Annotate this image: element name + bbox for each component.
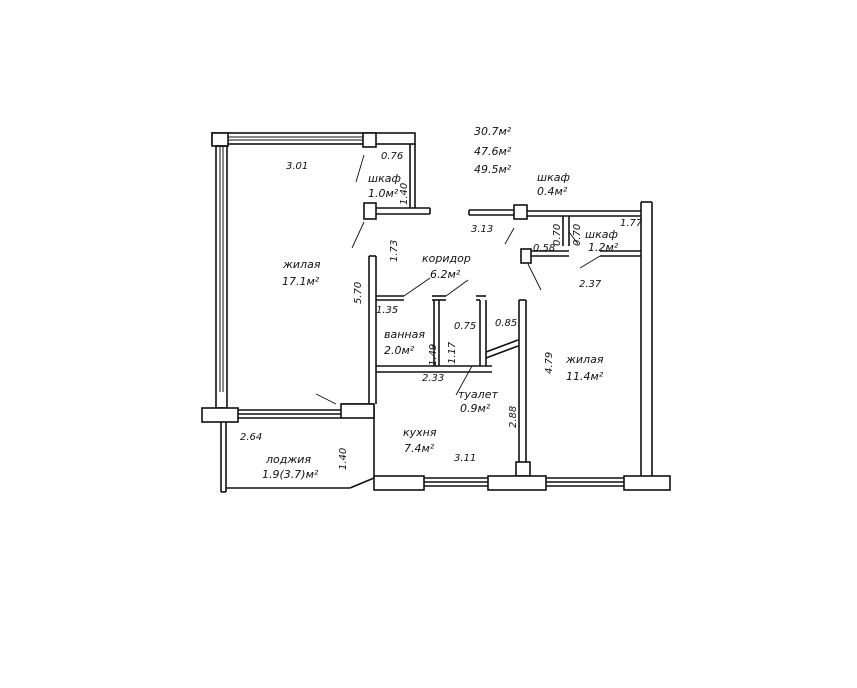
room-name-loggia: лоджия: [265, 453, 311, 466]
dim-3-11: 3.11: [454, 453, 476, 464]
bottom-pier-right: [623, 475, 671, 491]
room-name-corridor: коридор: [422, 252, 471, 265]
room-name-living-small: жилая: [565, 353, 604, 366]
room-area-bathroom: 2.0м²: [384, 344, 415, 357]
room-area-kitchen: 7.4м²: [404, 442, 435, 455]
room-name-toilet: туалет: [458, 388, 498, 401]
dim-0-58: 0.58: [533, 243, 555, 254]
dim-3-01: 3.01: [286, 161, 308, 172]
partition-pier-bottom: [515, 461, 531, 477]
bottom-wall-left: [373, 475, 425, 491]
bottom-pier-mid: [487, 475, 547, 491]
total-area: 49.5м²: [474, 163, 512, 176]
top-window-wall: [211, 132, 416, 145]
room-area-loggia: 1.9(3.7)м²: [262, 468, 319, 481]
room-name-kitchen: кухня: [403, 426, 437, 439]
room-area-toilet: 0.9м²: [460, 402, 491, 415]
living-area-total: 30.7м²: [474, 125, 512, 138]
room-area-closet-3: 1.2м²: [588, 241, 619, 254]
room-labels: жилая 17.1м² шкаф 1.0м² коридор 6.2м² ва…: [262, 171, 619, 481]
dim-0-75: 0.75: [454, 321, 476, 332]
dim-2-64: 2.64: [240, 432, 262, 443]
room-name-bathroom: ванная: [384, 328, 425, 341]
dim-1-40-loggia: 1.40: [338, 448, 349, 470]
area-summary: 30.7м² 47.6м² 49.5м²: [474, 125, 512, 176]
room-area-living-big: 17.1м²: [282, 275, 320, 288]
kitchen-pier-left: [340, 403, 375, 419]
dim-0-76: 0.76: [381, 151, 403, 162]
left-window-wall: [215, 145, 228, 409]
top-right-pier: [513, 204, 528, 220]
dim-2-37: 2.37: [579, 279, 602, 290]
corner-pier-top-left: [211, 132, 229, 147]
closet-pier-top: [362, 132, 377, 148]
main-area-total: 47.6м²: [474, 145, 512, 158]
door-swings: [315, 154, 601, 405]
dim-1-40-closet: 1.40: [399, 183, 410, 205]
room-name-closet-3: шкаф: [585, 228, 618, 241]
room-name-closet-1: шкаф: [368, 172, 401, 185]
room-name-closet-2: шкаф: [537, 171, 570, 184]
dim-0-70-a: 0.70: [552, 224, 563, 246]
dim-2-33: 2.33: [422, 373, 444, 384]
room-area-corridor: 6.2м²: [430, 268, 461, 281]
room-area-closet-1: 1.0м²: [368, 187, 399, 200]
dim-0-85: 0.85: [495, 318, 517, 329]
room-area-living-small: 11.4м²: [566, 370, 604, 383]
dim-1-73: 1.73: [389, 240, 400, 262]
dimensions: 3.01 0.76 1.40 1.73 5.70 1.35 0.75 0.85 …: [240, 151, 643, 470]
walls: [201, 132, 671, 493]
dim-0-70-b: 0.70: [572, 224, 583, 246]
dim-3-13: 3.13: [471, 224, 493, 235]
dim-5-70: 5.70: [353, 282, 364, 304]
dim-1-35: 1.35: [376, 305, 398, 316]
closet-pier-bottom: [363, 202, 377, 220]
closet-pier-right: [520, 248, 532, 264]
dim-1-49: 1.49: [428, 344, 439, 366]
dim-2-88: 2.88: [508, 406, 519, 428]
loggia-pier-left: [201, 407, 239, 423]
room-name-living-big: жилая: [282, 258, 321, 271]
room-area-closet-2: 0.4м²: [537, 185, 568, 198]
dim-1-77: 1.77: [620, 218, 643, 229]
dim-4-79: 4.79: [544, 352, 555, 374]
dim-1-17: 1.17: [447, 341, 458, 364]
